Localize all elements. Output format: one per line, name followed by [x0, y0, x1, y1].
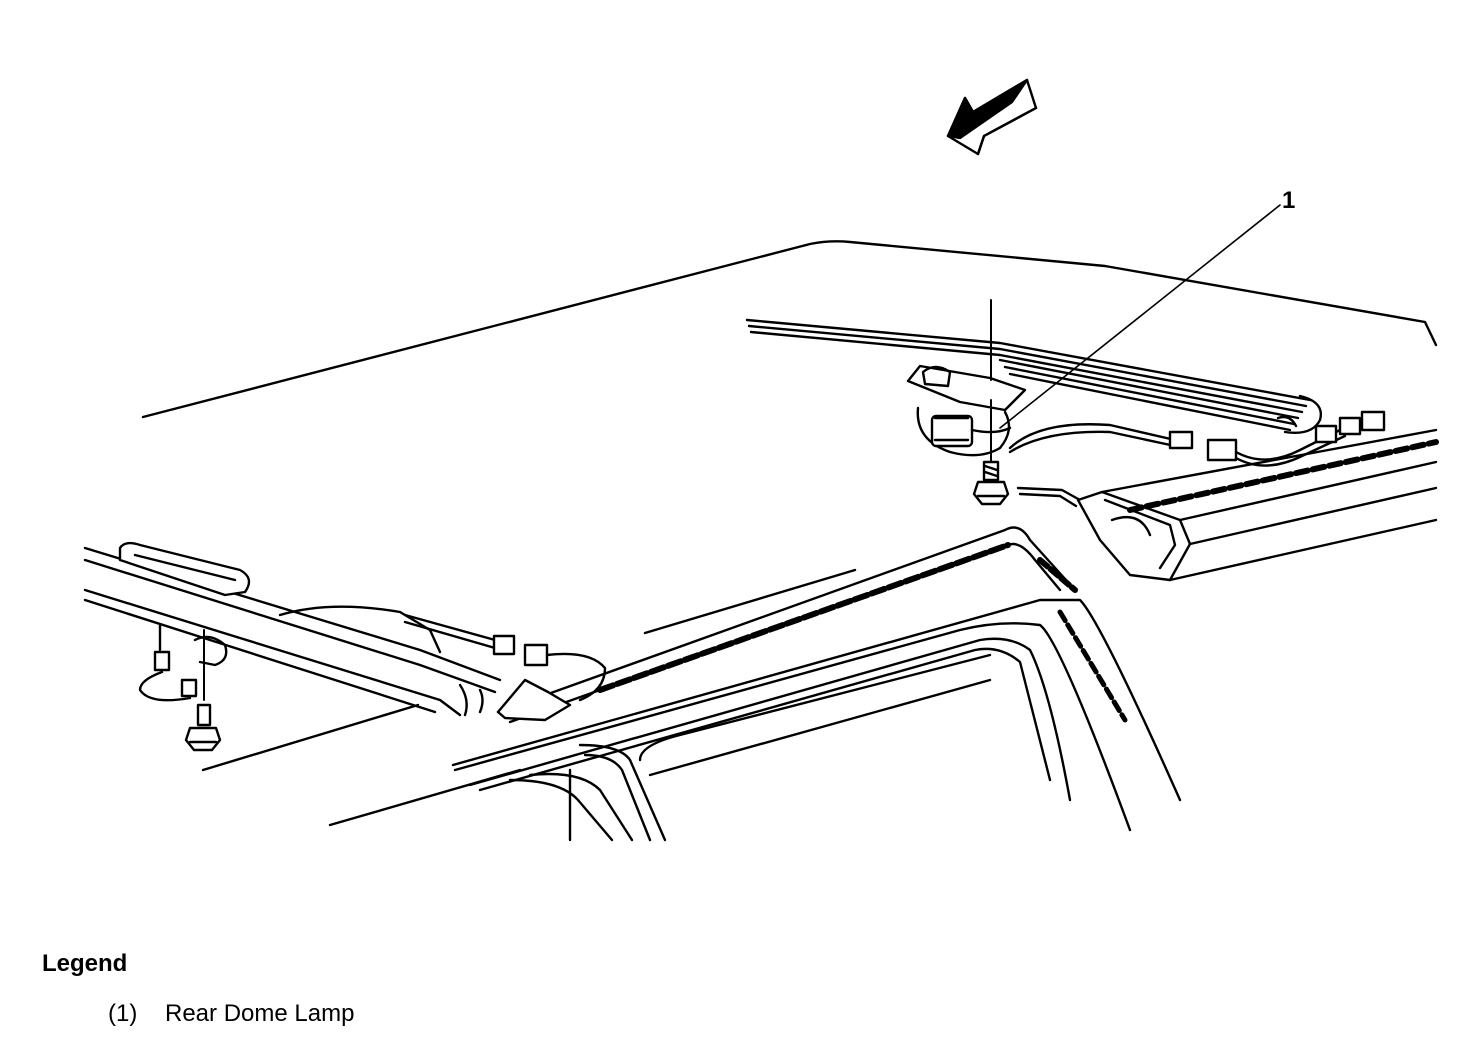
rear-roof-rail — [745, 318, 1322, 434]
front-lamp-harness — [138, 623, 228, 702]
callout-1-leader — [999, 204, 1281, 429]
callout-1-label: 1 — [1282, 187, 1295, 214]
legend-title: Legend — [42, 950, 128, 977]
front-roof-rail — [83, 541, 502, 717]
rear-dome-lamp-screw — [972, 299, 1010, 506]
legend-list: (1) Rear Dome Lamp — [108, 1000, 354, 1028]
legend-item: (1) Rear Dome Lamp — [108, 1000, 354, 1028]
legend-item-label: Rear Dome Lamp — [165, 1000, 355, 1027]
front-lamp-screw — [184, 629, 222, 752]
callout-1: 1 — [999, 187, 1295, 429]
right-roof-rail — [1016, 428, 1439, 582]
front-wiring-harness — [403, 613, 607, 722]
rear-wiring-harness — [1008, 410, 1386, 467]
front-direction-arrow-icon — [946, 78, 1038, 156]
door-opening-frame — [451, 526, 1182, 842]
legend-item-number: (1) — [108, 1000, 138, 1027]
roof-headliner-illustration: 1 — [83, 78, 1439, 842]
rear-dome-lamp — [906, 364, 1027, 457]
